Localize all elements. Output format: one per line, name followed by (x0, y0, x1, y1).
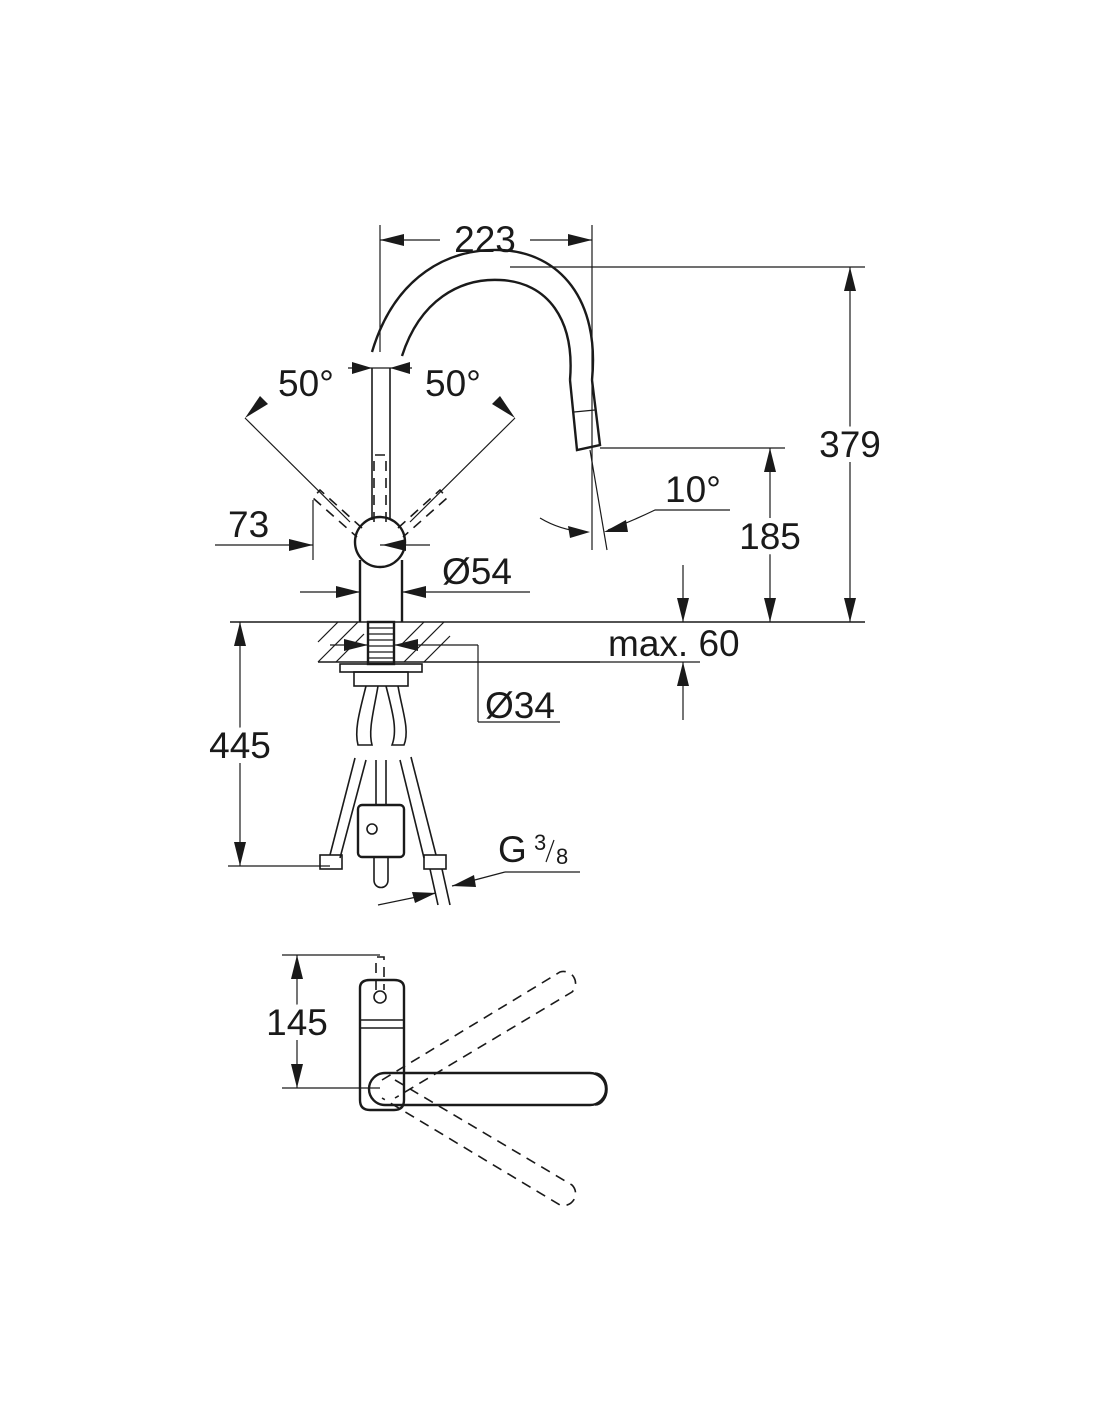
arrow-g-right (452, 875, 476, 887)
dim-connection-base: G (498, 829, 527, 870)
hose-nut-left (319, 854, 343, 870)
dim-hose-length: 445 (209, 725, 271, 766)
hose-weight (356, 803, 406, 859)
arrow-54-right (402, 586, 426, 598)
hose-upper-right (385, 685, 407, 746)
angle-line-right (409, 417, 516, 523)
dim-total-height: 379 (819, 424, 881, 465)
dim-hole-diameter: Ø34 (485, 685, 555, 726)
hose-right-a (399, 759, 425, 859)
arrow-73-right (382, 539, 406, 551)
dimensions-side: 223 379 185 10° 50° 50° 73 (204, 219, 886, 906)
arrow-50-left (245, 396, 268, 418)
dim-connection-numerator: 3 (534, 830, 546, 855)
top-body (358, 978, 406, 1112)
faucet-top-view (358, 956, 608, 1207)
arrow-60-top (677, 598, 689, 622)
hose-left-a (329, 757, 356, 856)
lever-left-dashed (311, 488, 363, 538)
arrow-34-left (344, 639, 368, 651)
top-pullout-dashed (375, 956, 385, 990)
arrow-10-right (604, 520, 628, 532)
arrow-445-bottom (234, 842, 246, 866)
spout-inner-arc (400, 278, 572, 381)
spray-tilt (589, 449, 608, 551)
hose-upper-left (355, 685, 379, 746)
hose-right-b (410, 756, 437, 856)
arrow-50-left-top (352, 362, 372, 374)
arrow-g-left (412, 892, 436, 903)
arrow-379-bottom (844, 598, 856, 622)
arrow-223-right (568, 234, 592, 246)
hose-nut-right (423, 854, 447, 870)
dim-spray-angle: 10° (665, 469, 721, 510)
top-lever-dashed-down (381, 1079, 577, 1207)
arrow-145-top (291, 955, 303, 979)
hose-left-b (339, 759, 367, 859)
hose-weight-tail (373, 857, 389, 889)
arrow-50-right (492, 396, 515, 418)
lever-right-dashed (397, 488, 449, 538)
arrow-54-left (336, 586, 360, 598)
arrow-185-bottom (764, 598, 776, 622)
spray-head (568, 379, 602, 452)
dim-connection-denominator: 8 (556, 844, 568, 869)
dim-lever-depth: 145 (266, 1002, 328, 1043)
angle-line-left (244, 417, 351, 523)
arrow-379-top (844, 267, 856, 291)
arrow-223-left (380, 234, 404, 246)
arrow-10-left (568, 526, 590, 538)
mounting-washer (339, 663, 423, 673)
fraction-slash (545, 839, 555, 863)
top-lever-tip (594, 1072, 608, 1106)
hose-weight-clip (366, 823, 378, 835)
top-lever-dashed-up (381, 970, 577, 1099)
faucet-side-view (230, 248, 865, 906)
lever-up-dashed (373, 454, 387, 522)
spout-outer-arc (370, 248, 595, 381)
arrow-34-right (394, 639, 418, 651)
arrow-50-right-top (390, 362, 410, 374)
dim-max-deck: max. 60 (608, 623, 740, 664)
arrow-60-bottom (677, 662, 689, 686)
dim-swivel-right: 50° (425, 363, 481, 404)
dim-spout-reach: 223 (454, 219, 516, 260)
top-lever (367, 1071, 608, 1107)
arrow-145-bottom (291, 1064, 303, 1088)
arrow-73 (289, 539, 313, 551)
mounting-nut (353, 671, 409, 687)
top-outlet (373, 990, 387, 1004)
connector-tail-b (441, 868, 451, 906)
dim-outlet-height: 185 (739, 516, 801, 557)
dim-swivel-left: 50° (278, 363, 334, 404)
shank-threads (368, 627, 394, 659)
dimensions-top: 145 (261, 954, 380, 1089)
dim-body-diameter: Ø54 (442, 551, 512, 592)
arrow-185-top (764, 448, 776, 472)
arrow-445-top (234, 622, 246, 646)
connector-tail-a (429, 868, 439, 906)
dim-lever-offset: 73 (228, 504, 269, 545)
